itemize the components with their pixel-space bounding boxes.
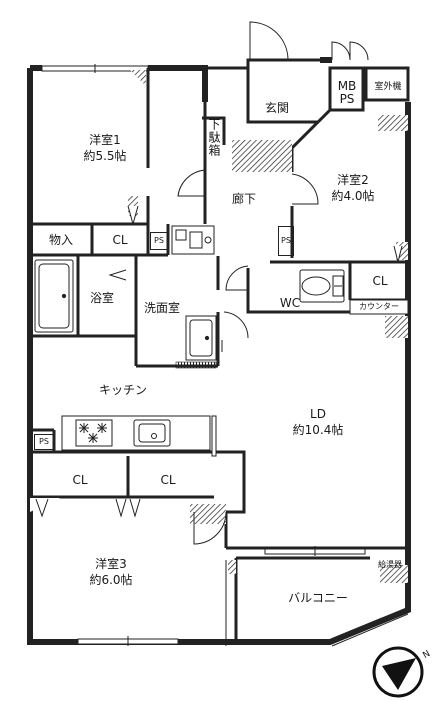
room-ld: LD 約10.4帖 — [278, 406, 358, 438]
room-western2: 洋室2 約4.0帖 — [318, 172, 388, 204]
room-outdoor-unit: 室外機 — [374, 82, 402, 92]
entrance-door — [249, 21, 369, 61]
toilet-fixture — [299, 269, 345, 303]
counter-label: カウンター — [359, 302, 399, 311]
wash-basin — [185, 315, 217, 361]
door-swings — [177, 169, 319, 545]
water-heater-label: 給湯器 — [378, 560, 402, 569]
room-western3-name: 洋室3 — [95, 557, 127, 571]
pipe-space-2: PS — [278, 226, 294, 256]
partition-post — [211, 415, 217, 457]
pipe-space-3: PS — [34, 434, 54, 450]
room-storage: 物入 — [48, 233, 73, 247]
room-western3-size: 約6.0帖 — [89, 573, 133, 587]
room-balcony: バルコニー — [288, 591, 348, 605]
counter — [349, 299, 409, 315]
room-mbps: MB PS — [332, 80, 362, 106]
bathtub — [34, 259, 74, 333]
room-hallway: 廊下 — [231, 192, 256, 206]
room-wc: WC — [279, 296, 301, 310]
closet-western3-right: CL — [160, 473, 176, 487]
stove-burner-icons — [79, 423, 107, 443]
room-western1-size: 約5.5帖 — [83, 149, 127, 163]
room-entrance: 玄関 — [264, 101, 289, 115]
room-ld-name: LD — [310, 407, 326, 421]
room-washroom: 洗面室 — [143, 301, 180, 315]
washer — [171, 225, 215, 255]
balcony-outline — [225, 560, 409, 647]
room-western3: 洋室3 約6.0帖 — [76, 556, 146, 588]
room-western1: 洋室1 約5.5帖 — [70, 132, 140, 164]
room-western2-size: 約4.0帖 — [331, 189, 375, 203]
room-mbps-bottom: PS — [339, 92, 355, 106]
compass-icon — [372, 646, 424, 698]
room-kitchen: キッチン — [98, 383, 147, 397]
pipe-space-1: PS — [150, 232, 168, 250]
room-western1-name: 洋室1 — [89, 133, 121, 147]
closet-western2: CL — [372, 274, 388, 288]
washroom-threshold — [175, 361, 217, 369]
room-ld-size: 約10.4帖 — [292, 423, 344, 437]
room-bath: 浴室 — [89, 291, 114, 305]
closet-western3-left: CL — [72, 473, 88, 487]
room-shoe-box: 下駄箱 — [207, 118, 221, 157]
room-western2-name: 洋室2 — [337, 173, 369, 187]
closet-door-marks — [35, 205, 403, 518]
room-mbps-top: MB — [337, 79, 357, 93]
closet-hall: CL — [112, 233, 128, 247]
